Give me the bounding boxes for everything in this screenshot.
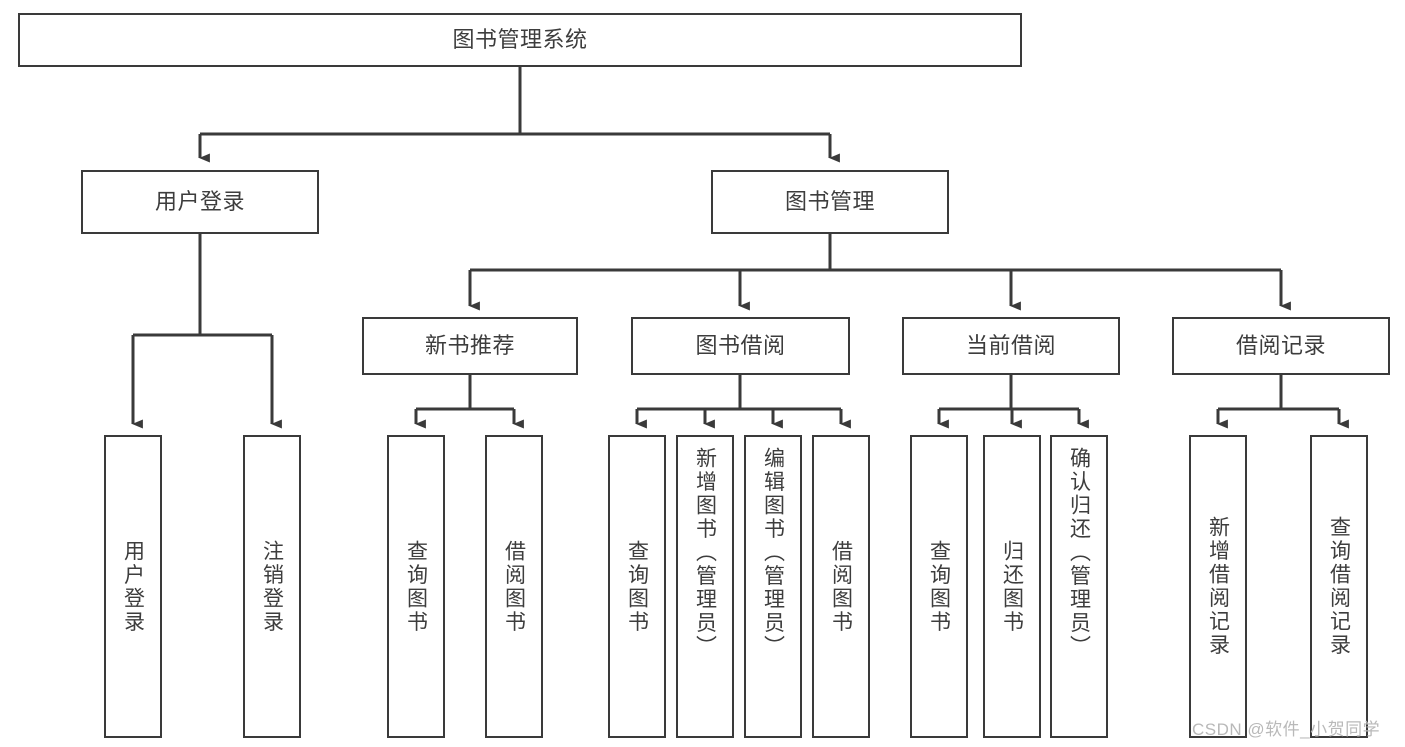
- node-label: 新增借阅记录: [1206, 516, 1230, 657]
- node-label: 图书借阅: [695, 333, 786, 359]
- node-label: 查询借阅记录: [1327, 516, 1351, 657]
- node-borrow-record[interactable]: 借阅记录: [1172, 317, 1390, 375]
- node-label: 借阅图书: [502, 539, 526, 634]
- node-book-management[interactable]: 图书管理: [711, 170, 949, 234]
- node-label: 图书管理系统: [452, 27, 588, 53]
- node-leaf-return-books[interactable]: 归还图书: [983, 435, 1041, 738]
- node-label: 新增图书（管理员）: [693, 447, 717, 659]
- node-leaf-confirm-return-admin[interactable]: 确认归还（管理员）: [1050, 435, 1108, 738]
- node-leaf-query-borrow-record[interactable]: 查询借阅记录: [1310, 435, 1368, 738]
- node-leaf-add-book-admin[interactable]: 新增图书（管理员）: [676, 435, 734, 738]
- node-new-book-recommend[interactable]: 新书推荐: [362, 317, 578, 375]
- node-leaf-logout[interactable]: 注销登录: [243, 435, 301, 738]
- node-label: 查询图书: [625, 539, 649, 634]
- node-leaf-query-books-3[interactable]: 查询图书: [910, 435, 968, 738]
- node-label: 当前借阅: [965, 333, 1056, 359]
- node-label: 编辑图书（管理员）: [761, 447, 785, 659]
- node-leaf-query-books-2[interactable]: 查询图书: [608, 435, 666, 738]
- node-leaf-add-borrow-record[interactable]: 新增借阅记录: [1189, 435, 1247, 738]
- node-label: 查询图书: [404, 539, 428, 634]
- node-current-borrow[interactable]: 当前借阅: [902, 317, 1120, 375]
- node-label: 图书管理: [784, 189, 875, 215]
- node-user-login[interactable]: 用户登录: [81, 170, 319, 234]
- node-leaf-borrow-books-1[interactable]: 借阅图书: [485, 435, 543, 738]
- node-leaf-borrow-books-2[interactable]: 借阅图书: [812, 435, 870, 738]
- node-leaf-user-login[interactable]: 用户登录: [104, 435, 162, 738]
- node-label: 借阅图书: [829, 539, 853, 634]
- node-label: 确认归还（管理员）: [1067, 447, 1091, 659]
- node-book-borrow[interactable]: 图书借阅: [631, 317, 850, 375]
- node-label: 借阅记录: [1235, 333, 1326, 359]
- csdn-watermark: CSDN @软件_小贺同学: [1192, 720, 1381, 739]
- node-label: 用户登录: [154, 189, 245, 215]
- node-leaf-query-books-1[interactable]: 查询图书: [387, 435, 445, 738]
- node-leaf-edit-book-admin[interactable]: 编辑图书（管理员）: [744, 435, 802, 738]
- node-label: 归还图书: [1000, 539, 1024, 634]
- node-label: 注销登录: [260, 539, 284, 634]
- node-label: 新书推荐: [424, 333, 515, 359]
- node-label: 查询图书: [927, 539, 951, 634]
- node-book-management-system[interactable]: 图书管理系统: [18, 13, 1022, 67]
- node-label: 用户登录: [121, 539, 145, 634]
